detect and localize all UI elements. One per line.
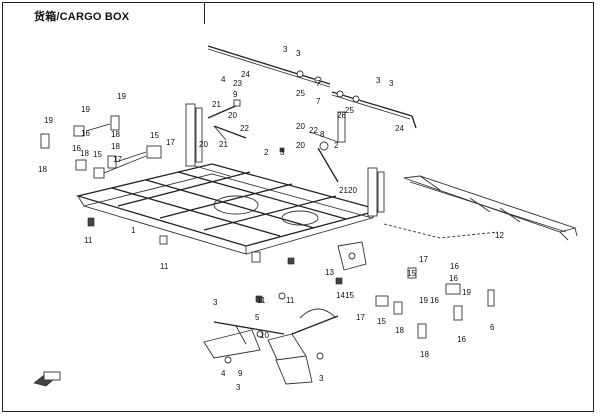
callout-label: 20 xyxy=(348,186,357,195)
callout-label: 15 xyxy=(150,131,159,140)
rail-bar-upper xyxy=(207,45,417,129)
callout-label: 16 xyxy=(449,274,458,283)
latch-assemblies xyxy=(207,99,346,183)
lower-linkage-assembly xyxy=(203,292,339,385)
callout-label: 11 xyxy=(160,262,169,271)
callout-label: 3 xyxy=(319,374,324,383)
callout-labels: 3 3 24 4 23 25 7 7 3 3 25 24 9 21 22 20 … xyxy=(38,45,504,392)
front-direction-arrow-icon xyxy=(33,371,61,387)
callout-label: 15 xyxy=(93,150,102,159)
callout-label: 18 xyxy=(80,149,89,158)
callout-label: 18 xyxy=(395,326,404,335)
callout-label: 20 xyxy=(296,141,305,150)
callout-label: 21 xyxy=(339,186,348,195)
callout-label: 5 xyxy=(255,313,260,322)
callout-label: 19 xyxy=(419,296,428,305)
callout-label: 19 xyxy=(44,116,53,125)
callout-label: 20 xyxy=(199,140,208,149)
center-bracket xyxy=(337,241,367,271)
hinge-brackets-right xyxy=(375,267,495,339)
callout-label: 3 xyxy=(236,383,241,392)
callout-label: 3 xyxy=(213,298,218,307)
callout-label: 18 xyxy=(38,165,47,174)
callout-label: 16 xyxy=(430,296,439,305)
callout-label: 20 xyxy=(296,122,305,131)
callout-label: 22 xyxy=(309,126,318,135)
callout-label: 4 xyxy=(221,369,226,378)
callout-label: 25 xyxy=(296,89,305,98)
callout-label: 6 xyxy=(490,323,495,332)
callout-label: 1 xyxy=(131,226,136,235)
callout-label: 15 xyxy=(407,269,416,278)
callout-label: 19 xyxy=(117,92,126,101)
callout-label: 21 xyxy=(219,140,228,149)
callout-label: 21 xyxy=(212,100,221,109)
callout-label: 25 xyxy=(345,106,354,115)
callout-label: 13 xyxy=(325,268,334,277)
callout-label: 3 xyxy=(283,45,288,54)
callout-label: 7 xyxy=(316,79,321,88)
hinge-brackets-left xyxy=(40,115,162,179)
callout-label: 18 xyxy=(111,130,120,139)
callout-label: 16 xyxy=(450,262,459,271)
callout-label: 17 xyxy=(419,255,428,264)
callout-label: 19 xyxy=(81,105,90,114)
callout-label: 11 xyxy=(257,296,266,305)
callout-label: 15 xyxy=(345,291,354,300)
callout-label: 26 xyxy=(337,111,346,120)
callout-label: 16 xyxy=(457,335,466,344)
page-border xyxy=(2,2,594,412)
callout-label: 12 xyxy=(495,231,504,240)
callout-label: 24 xyxy=(241,70,250,79)
diagram-title: 货箱/CARGO BOX xyxy=(34,11,130,23)
callout-label: 23 xyxy=(233,79,242,88)
callout-label: 17 xyxy=(356,313,365,322)
fasteners xyxy=(87,147,343,303)
cargo-box-frame xyxy=(75,103,385,263)
title-box xyxy=(2,2,205,24)
side-rail-right xyxy=(383,175,578,241)
callout-label: 16 xyxy=(81,129,90,138)
callout-label: 3 xyxy=(376,76,381,85)
callout-label: 4 xyxy=(221,75,226,84)
callout-label: 24 xyxy=(395,124,404,133)
callout-label: 11 xyxy=(286,296,295,305)
callout-label: 16 xyxy=(72,144,81,153)
callout-label: 20 xyxy=(228,111,237,120)
callout-label: 18 xyxy=(420,350,429,359)
callout-label: 2 xyxy=(264,148,269,157)
callout-label: 10 xyxy=(260,331,269,340)
callout-label: 9 xyxy=(238,369,243,378)
callout-label: 17 xyxy=(166,138,175,147)
callout-label: 19 xyxy=(462,288,471,297)
callout-label: 3 xyxy=(296,49,301,58)
callout-label: 3 xyxy=(280,148,285,157)
callout-label: 14 xyxy=(336,291,345,300)
callout-label: 2 xyxy=(334,141,339,150)
callout-label: 22 xyxy=(240,124,249,133)
callout-label: 18 xyxy=(111,142,120,151)
callout-label: 15 xyxy=(377,317,386,326)
callout-label: 8 xyxy=(320,130,325,139)
callout-label: 9 xyxy=(233,90,238,99)
callout-label: 7 xyxy=(316,97,321,106)
callout-label: 11 xyxy=(84,236,93,245)
callout-label: 17 xyxy=(113,155,122,164)
callout-label: 3 xyxy=(389,79,394,88)
